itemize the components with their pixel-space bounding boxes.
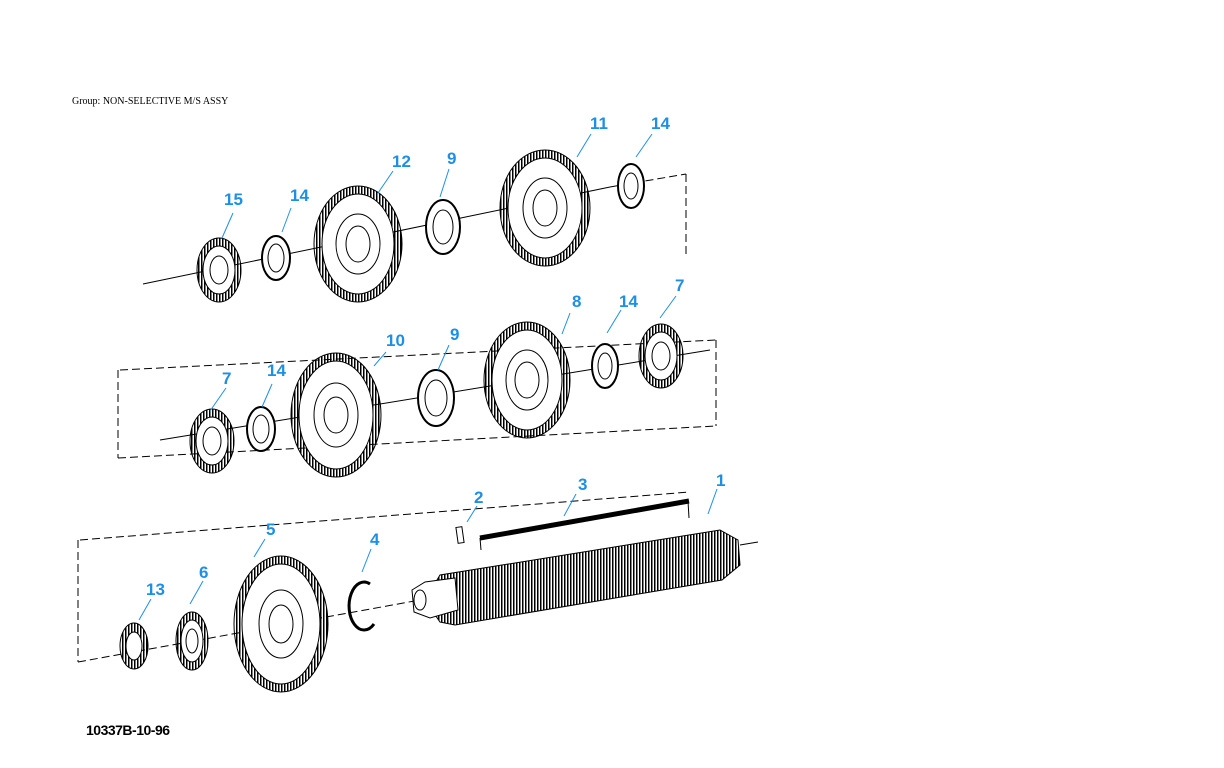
gear-10 [290,352,382,478]
synchro-hub-7-left [189,408,235,474]
callout-10: 10 [386,331,405,350]
thrust-washer-9-top [425,199,461,255]
synchro-ring-14-middle-right [591,343,619,389]
synchro-ring-14-top-right [617,163,645,209]
callout-12: 12 [392,152,411,171]
bottom-row [77,491,759,693]
callout-7-right: 7 [675,276,684,295]
rod-3 [479,498,690,541]
callout-3: 3 [578,475,587,494]
synchro-hub-7-right [638,323,684,389]
gear-8 [483,321,571,439]
synchro-hub-15 [196,237,242,303]
top-row [142,149,687,303]
callout-7-left: 7 [222,369,231,388]
thrust-washer-9-middle [417,369,455,427]
callout-1: 1 [716,471,725,490]
callout-15: 15 [224,190,243,209]
callout-13: 13 [146,580,165,599]
callout-4: 4 [370,530,380,549]
gear-6 [175,611,209,671]
group-title: Group: NON-SELECTIVE M/S ASSY [72,96,229,107]
synchro-ring-14-top-left [261,235,291,281]
gear-11 [499,149,591,267]
gear-12 [313,185,403,303]
callout-14-top-left: 14 [290,186,309,205]
leader-lines [138,133,718,621]
callout-8: 8 [572,292,581,311]
key-2 [455,526,465,544]
callout-14-middle-right: 14 [619,292,638,311]
figure-id: 10337B-10-96 [86,722,170,738]
callout-14-top-right: 14 [651,114,670,133]
callouts: 15 14 12 9 11 14 7 14 10 9 8 14 7 2 3 1 … [146,114,725,599]
callout-11: 11 [590,114,608,133]
snap-ring-4 [347,580,376,632]
mainshaft-1 [411,529,759,626]
callout-9-middle: 9 [450,325,459,344]
gear-5 [233,555,329,693]
callout-9-top: 9 [447,149,456,168]
callout-2: 2 [474,488,483,507]
callout-14-middle-left: 14 [267,361,286,380]
callout-6: 6 [199,563,208,582]
synchro-ring-14-middle-left [246,406,276,452]
callout-5: 5 [266,520,275,539]
bearing-13 [119,622,149,670]
middle-row [117,321,717,478]
